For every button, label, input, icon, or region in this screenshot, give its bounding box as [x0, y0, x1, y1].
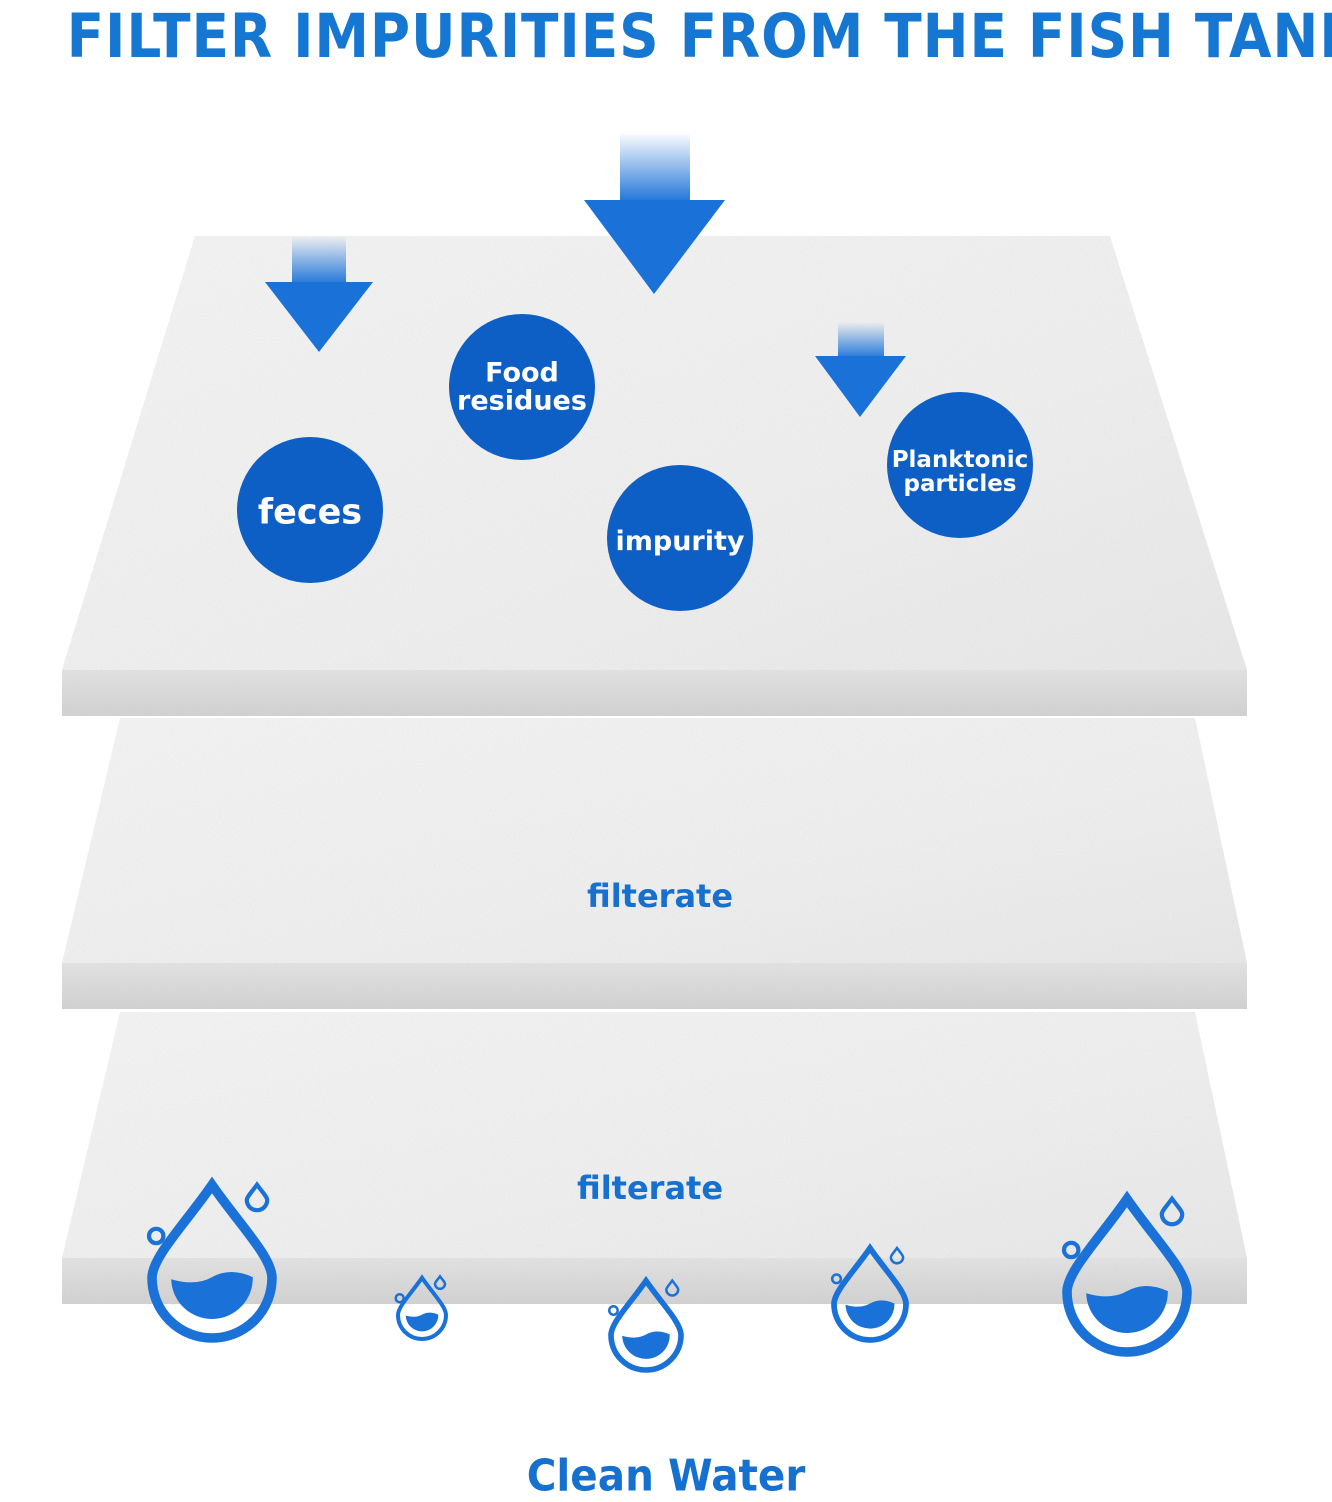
impurity-label: impurity [615, 525, 745, 557]
filter-pad-middle [62, 718, 1247, 1009]
water-drop-icon [608, 1275, 684, 1373]
impurity-circle [607, 465, 753, 611]
feces-circle [237, 437, 383, 583]
page-title: FILTER IMPURITIES FROM THE FISH TANK [66, 1, 1332, 72]
arrow-down-icon [815, 322, 906, 417]
filter-pad-bottom [62, 1012, 1247, 1304]
layer-label-middle: filterate [586, 877, 734, 915]
layer-label-bottom: filterate [576, 1169, 724, 1207]
water-drop-icon [830, 1243, 909, 1343]
arrow-down-icon [584, 132, 725, 294]
feces-label: feces [257, 492, 363, 533]
food-residues-label: Food residues [457, 357, 587, 417]
planktonic-particles-label: Planktonic particles [891, 446, 1029, 497]
clean-water-label: Clean Water [526, 1450, 806, 1502]
planktonic-particles-circle [887, 392, 1033, 538]
water-drop-icon [394, 1274, 449, 1341]
water-drop-icon [1061, 1190, 1192, 1357]
water-drop-icon [146, 1176, 277, 1343]
food-residues-circle [449, 314, 595, 460]
arrow-down-icon [265, 236, 373, 352]
